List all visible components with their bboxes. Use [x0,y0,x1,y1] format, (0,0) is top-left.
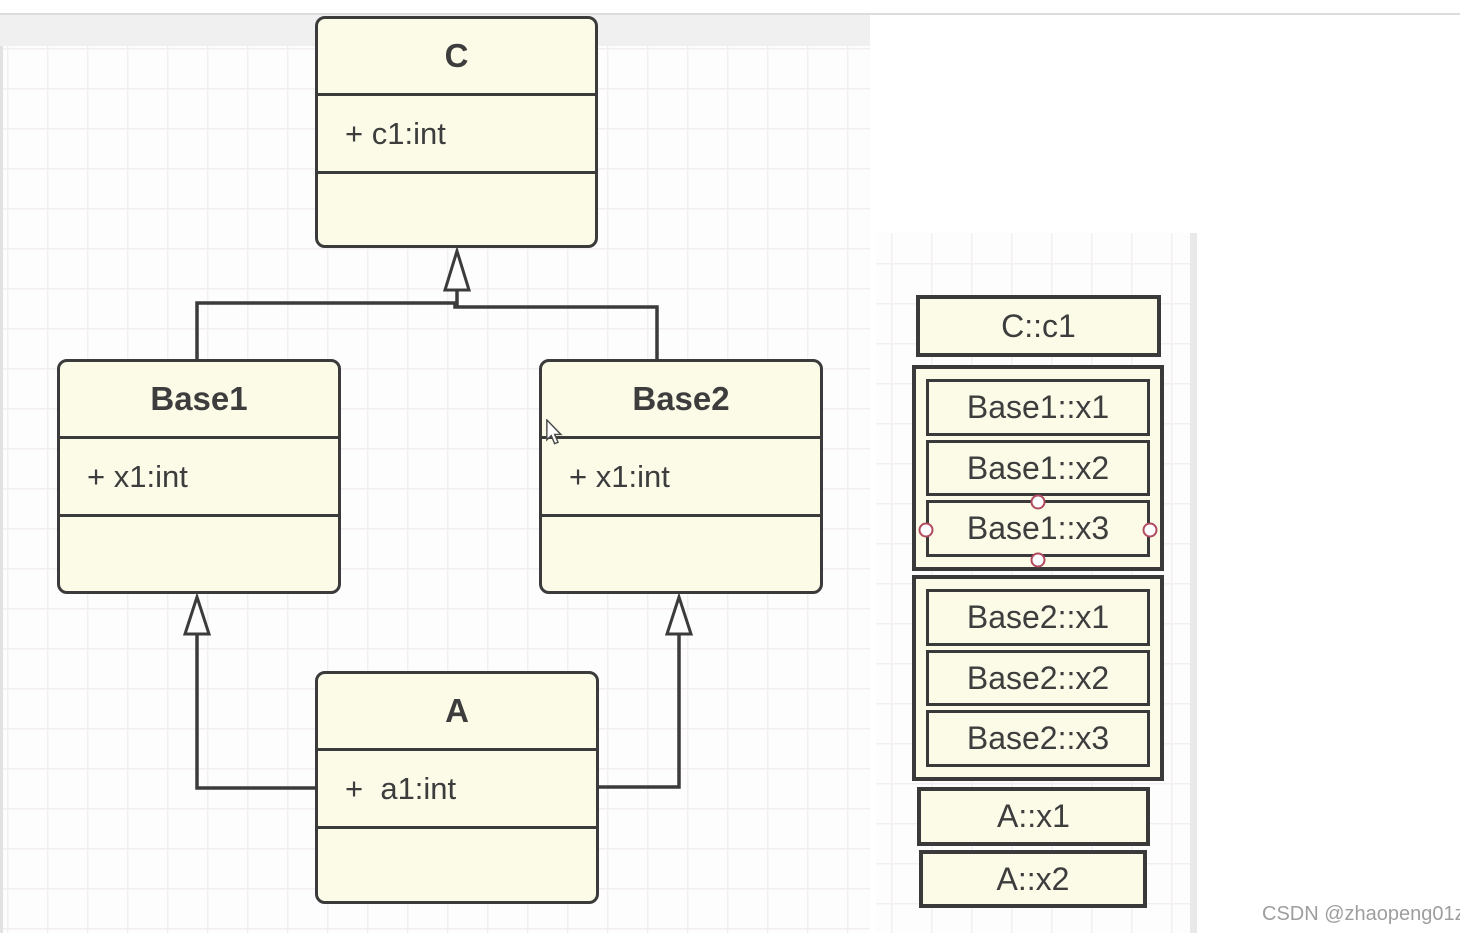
class-title: A [318,674,596,751]
class-box-a[interactable]: A + a1:int [315,671,599,904]
top-divider-line [0,13,1460,15]
class-attribute: + x1:int [542,439,820,517]
memory-row-base2-x2[interactable]: Base2::x2 [926,649,1150,707]
class-methods-empty [318,829,596,901]
csdn-watermark: CSDN @zhaopeng01zp [1262,903,1460,925]
class-attribute: + x1:int [60,439,338,517]
canvas-left-edge [0,46,3,933]
class-title: Base2 [542,362,820,439]
class-methods-empty [542,517,820,591]
memory-row-base2-x1[interactable]: Base2::x1 [926,589,1150,646]
class-methods-empty [60,517,338,591]
class-title: C [318,19,595,96]
class-box-c[interactable]: C + c1:int [315,16,598,248]
panel-scrollbar[interactable] [1190,233,1197,933]
class-methods-empty [318,174,595,245]
memory-row-base2-x3[interactable]: Base2::x3 [926,710,1150,768]
class-attribute: + c1:int [318,96,595,174]
class-box-base1[interactable]: Base1 + x1:int [57,359,341,594]
memory-row-a-x2[interactable]: A::x2 [919,850,1147,908]
selection-handle-top[interactable] [1030,494,1046,510]
memory-row-base1-x2[interactable]: Base1::x2 [926,439,1150,497]
memory-row-base1-x1[interactable]: Base1::x1 [926,379,1150,436]
mouse-cursor-icon [546,419,563,445]
memory-group-base2-subobject[interactable]: Base2::x1 Base2::x2 Base2::x3 [912,575,1164,781]
class-box-base2[interactable]: Base2 + x1:int [539,359,823,594]
memory-row-a-x1[interactable]: A::x1 [917,787,1150,846]
class-title: Base1 [60,362,338,439]
selection-handle-right[interactable] [1142,522,1158,538]
class-attribute: + a1:int [318,751,596,829]
memory-group-base1-subobject[interactable]: Base1::x1 Base1::x2 Base1::x3 [912,365,1164,571]
selection-handle-left[interactable] [918,522,934,538]
selection-handle-bottom[interactable] [1030,552,1046,568]
memory-row-c-c1[interactable]: C::c1 [916,295,1161,357]
